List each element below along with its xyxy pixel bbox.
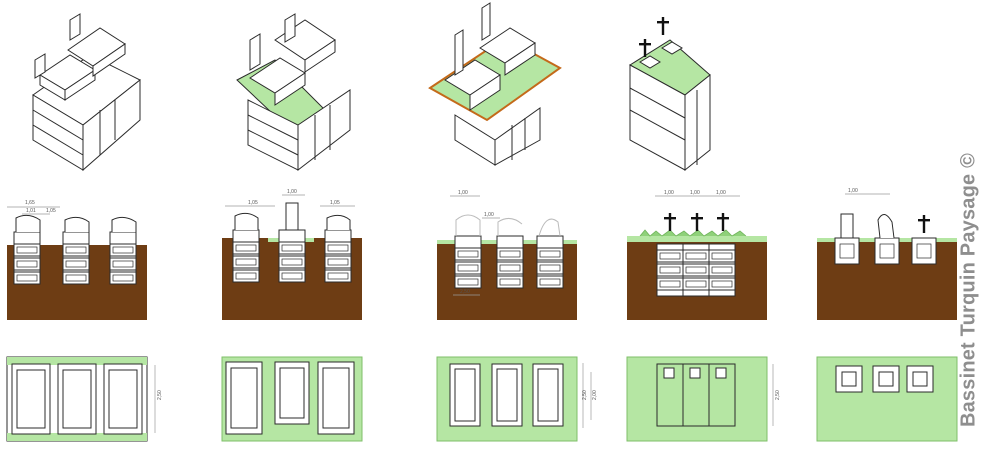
dimension-label: 1,00: [716, 190, 726, 196]
cross-icon: [717, 213, 729, 231]
dimension-label: 1,00: [690, 190, 700, 196]
axonometric-view-4: [629, 39, 711, 172]
cross-section-1: [7, 206, 147, 320]
plan-view-2: [221, 356, 363, 442]
dimension-label: 1,00: [484, 212, 494, 218]
dimension-label: 1,01: [26, 208, 36, 214]
cross-section-5: [817, 193, 957, 320]
plan-view-5: [816, 356, 958, 442]
dimension-label: 1,05: [46, 208, 56, 214]
dimension-label: 2,50: [460, 289, 470, 295]
axonometric-view-3: [428, 2, 562, 166]
credit-text: Bassinet Turquin Paysage ©: [957, 152, 980, 428]
plan-view-1: [6, 356, 156, 442]
cross-section-3: [437, 195, 577, 320]
dimension-label: 1,05: [248, 200, 258, 206]
axonometric-view-1: [32, 13, 141, 172]
dimension-label: 1,65: [25, 200, 35, 206]
cross-icon: [691, 213, 703, 231]
credit-watermark: Bassinet Turquin Paysage ©: [937, 0, 1001, 457]
dimension-label: 1,00: [287, 189, 297, 195]
cross-icon: [918, 215, 930, 233]
dimension-label: 2,50: [775, 390, 781, 400]
dimension-label: 1,00: [848, 188, 858, 194]
cross-section-4: [627, 195, 767, 320]
dimension-label: 1,00: [458, 190, 468, 196]
cross-icon: [664, 213, 676, 231]
dimension-label: 2,00: [592, 390, 598, 400]
dimension-label: 2,50: [157, 390, 163, 400]
dimension-label: 2,50: [582, 390, 588, 400]
plan-view-3: [436, 356, 592, 442]
dimension-label: 1,00: [664, 190, 674, 196]
axonometric-view-2: [236, 13, 351, 172]
dimension-label: 1,05: [330, 200, 340, 206]
cross-section-2: [222, 194, 362, 320]
cross-icon: [657, 17, 669, 35]
plan-view-4: [626, 356, 774, 442]
